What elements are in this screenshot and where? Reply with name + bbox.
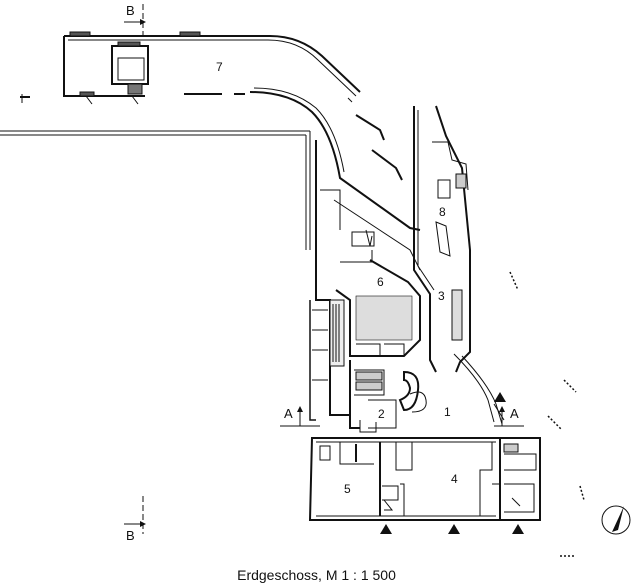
plan-caption: Erdgeschoss, M 1 : 1 500 xyxy=(237,567,396,583)
wing-8 xyxy=(413,105,505,425)
entrance-triangle-icon xyxy=(380,524,392,534)
room-number-7: 7 xyxy=(216,60,223,74)
section-arrow-icon xyxy=(140,521,146,527)
landscape-marks xyxy=(509,271,585,557)
section-arrow-icon xyxy=(140,19,146,25)
room-number-6: 6 xyxy=(377,275,384,289)
room-number-3: 3 xyxy=(438,289,445,303)
section-arrow-icon xyxy=(499,406,505,412)
north-arrow-icon xyxy=(601,505,631,535)
section-label-b-top: B xyxy=(126,3,135,18)
wing-7 xyxy=(20,31,421,231)
section-label-a-left: A xyxy=(284,406,293,421)
section-label-b-bottom: B xyxy=(126,528,135,543)
lower-block xyxy=(308,420,541,521)
entrance-triangle-icon xyxy=(512,524,524,534)
room-number-2: 2 xyxy=(378,407,385,421)
room-number-1: 1 xyxy=(444,405,451,419)
section-arrow-icon xyxy=(297,406,303,412)
entrance-triangle-icon xyxy=(448,524,460,534)
room-number-4: 4 xyxy=(451,472,458,486)
site-boundary xyxy=(0,130,311,250)
central-block xyxy=(309,140,427,429)
room-number-5: 5 xyxy=(344,482,351,496)
entrance-triangle-icon xyxy=(494,392,506,402)
section-label-a-right: A xyxy=(510,406,519,421)
room-number-8: 8 xyxy=(439,205,446,219)
section-marks xyxy=(124,4,524,534)
